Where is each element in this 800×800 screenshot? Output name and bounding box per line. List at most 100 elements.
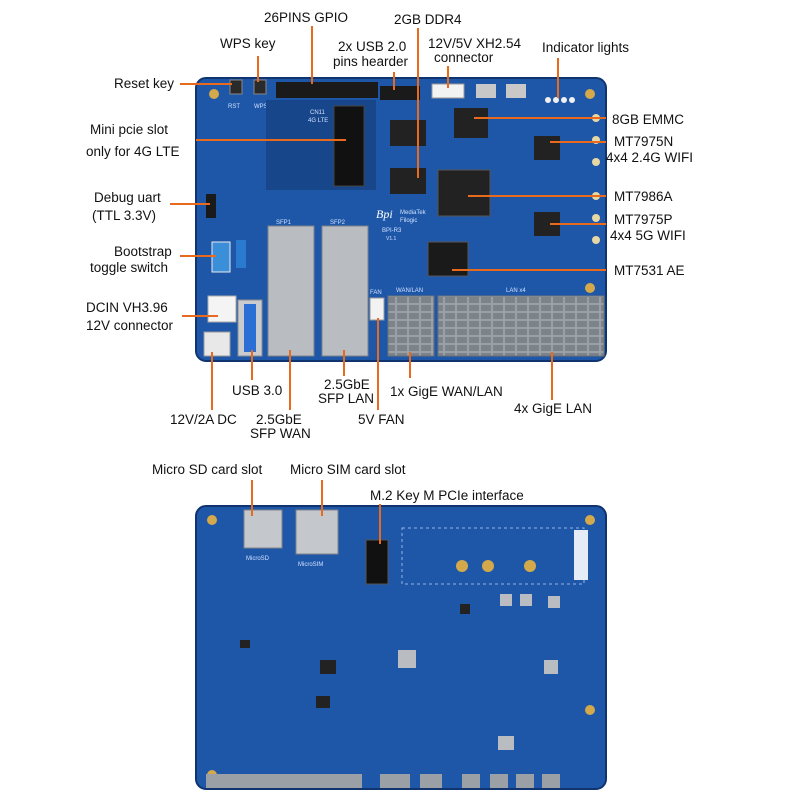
emmc-chip: [454, 108, 488, 138]
bottom-edge-connector: [420, 774, 442, 788]
ddr4-chip: [390, 168, 426, 194]
antenna-connector: [592, 236, 600, 244]
bottom-edge-connector: [542, 774, 560, 788]
label-wps: WPS key: [220, 36, 276, 51]
bottom-edge-connector: [490, 774, 508, 788]
component: [548, 596, 560, 608]
gpio-header: [276, 82, 378, 98]
label-mt7531: MT7531 AE: [614, 263, 685, 278]
component: [500, 594, 512, 606]
silk-sfp1: SFP1: [276, 220, 292, 226]
label-minipcie-line1: Mini pcie slot: [90, 122, 168, 137]
label-dcin-line1: DCIN VH3.96: [86, 300, 168, 315]
label-mt7975p-line2: 4x4 5G WIFI: [610, 228, 686, 243]
silk-chip-brand: Filogic: [400, 218, 417, 224]
wan-lan-rj45: [387, 295, 435, 357]
component: [544, 660, 558, 674]
usb2-pin-header: [380, 86, 420, 100]
m2-card-edge: [574, 530, 588, 580]
component: [498, 736, 514, 750]
antenna-connector: [592, 214, 600, 222]
label-dcin-line2: 12V connector: [86, 318, 174, 333]
silk-cn11: CN11: [310, 110, 326, 116]
silk-fan: FAN: [370, 290, 382, 296]
label-sfp-lan-line2: SFP LAN: [318, 391, 374, 406]
silk-brand: MediaTek: [400, 210, 427, 216]
label-sfp-wan-line2: SFP WAN: [250, 426, 311, 441]
fan-header: [369, 297, 385, 321]
label-microsd: Micro SD card slot: [152, 462, 263, 477]
label-lan4: 4x GigE LAN: [514, 401, 592, 416]
dc-jack: [203, 331, 231, 357]
label-indicator: Indicator lights: [542, 40, 629, 55]
mount-hole: [585, 283, 595, 293]
bottom-edge-connector: [516, 774, 534, 788]
top-connector: [506, 84, 526, 98]
silk-lte: 4G LTE: [308, 118, 328, 124]
label-dc12: 12V/2A DC: [170, 412, 237, 427]
mount-hole: [585, 515, 595, 525]
usb3-port-tongue: [244, 304, 256, 352]
bootstrap-switch-bar: [236, 240, 246, 268]
label-usb3: USB 3.0: [232, 383, 282, 398]
silk-rst: RST: [228, 104, 240, 110]
sfp-wan-cage: [267, 225, 315, 357]
label-gpio: 26PINS GPIO: [264, 10, 348, 25]
led: [545, 97, 551, 103]
m2-standoff: [456, 560, 468, 572]
component: [520, 594, 532, 606]
label-emmc: 8GB EMMC: [612, 112, 684, 127]
debug-uart-pins: [206, 194, 216, 218]
mount-hole: [209, 89, 219, 99]
silk-sfp2: SFP2: [330, 220, 346, 226]
wps-key: [253, 79, 267, 95]
mount-hole: [585, 89, 595, 99]
label-microsim: Micro SIM card slot: [290, 462, 406, 477]
component: [320, 660, 336, 674]
antenna-connector: [592, 158, 600, 166]
label-usb2-line1: 2x USB 2.0: [338, 39, 406, 54]
bottom-edge-connector: [206, 774, 362, 788]
m2-standoff: [482, 560, 494, 572]
label-minipcie-line2: only for 4G LTE: [86, 144, 180, 159]
label-bootstrap-line1: Bootstrap: [114, 244, 172, 259]
reset-key: [229, 79, 243, 95]
label-usb2-line2: pins hearder: [333, 54, 409, 69]
lan-rj45-block: [437, 295, 605, 357]
silk-lanx4: LAN x4: [506, 288, 526, 294]
minipcie-slot: [333, 105, 365, 187]
dcin-connector: [207, 295, 237, 323]
label-reset: Reset key: [114, 76, 174, 91]
mount-hole: [207, 515, 217, 525]
label-mt7975n-line1: MT7975N: [614, 134, 673, 149]
label-wan-lan: 1x GigE WAN/LAN: [390, 384, 503, 399]
bottom-edge-connector: [380, 774, 410, 788]
silk-wanlan: WAN/LAN: [396, 288, 423, 294]
sfp-lan-cage: [321, 225, 369, 357]
silk-logo: Bpi: [376, 207, 393, 221]
label-debug-line1: Debug uart: [94, 190, 161, 205]
mount-hole: [585, 705, 595, 715]
bottom-board: MicroSD MicroSIM: [195, 505, 607, 790]
label-xh-line1: 12V/5V XH2.54: [428, 36, 522, 51]
bottom-pcb: [195, 505, 607, 790]
label-mt7975n-line2: 4x4 2.4G WIFI: [606, 150, 693, 165]
led: [569, 97, 575, 103]
ddr4-chip: [390, 120, 426, 146]
microsim-slot: [295, 509, 339, 555]
bottom-edge-connector: [462, 774, 480, 788]
label-debug-line2: (TTL 3.3V): [92, 208, 156, 223]
label-ddr: 2GB DDR4: [394, 12, 462, 27]
bottom-labels: Micro SD card slot Micro SIM card slot M…: [152, 462, 524, 503]
component: [316, 696, 330, 708]
led: [561, 97, 567, 103]
component: [398, 650, 416, 668]
silk-sim: MicroSIM: [298, 562, 323, 568]
top-leaders: [170, 26, 606, 410]
label-mt7975p-line1: MT7975P: [614, 212, 673, 227]
label-mt7986a: MT7986A: [614, 189, 673, 204]
component: [240, 640, 250, 648]
top-labels: 26PINS GPIO 2GB DDR4 WPS key 2x USB 2.0 …: [86, 10, 693, 441]
label-m2: M.2 Key M PCIe interface: [370, 488, 524, 503]
